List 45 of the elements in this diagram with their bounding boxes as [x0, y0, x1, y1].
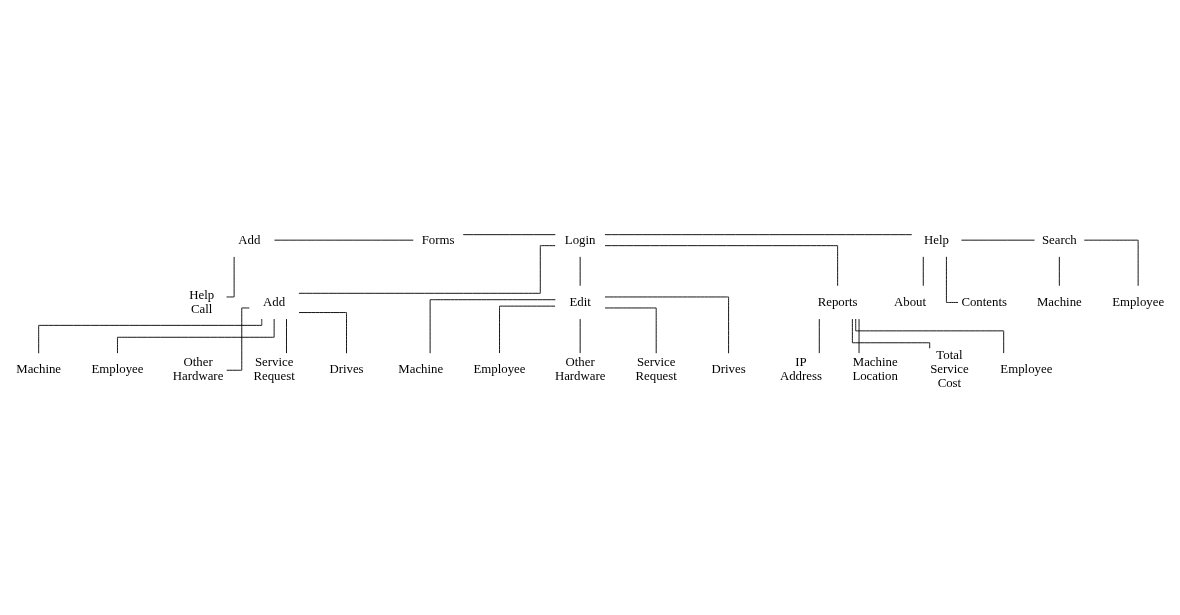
connector [604, 245, 839, 287]
node-text: Edit [569, 294, 591, 309]
node-text: Machine [398, 362, 444, 377]
connector [298, 245, 556, 294]
connector [922, 256, 924, 287]
connector [1083, 239, 1139, 287]
node-text: Add [263, 294, 286, 309]
node-text: Employee [1000, 362, 1053, 377]
node-text: Contents [961, 294, 1007, 309]
node-text: Service Request [635, 355, 677, 384]
node-text: Machine [1036, 294, 1082, 309]
node-text: Help [924, 232, 950, 247]
connector [851, 318, 931, 349]
node-text: Search [1041, 232, 1077, 247]
node-text: Machine [16, 362, 62, 377]
connector [855, 318, 1005, 354]
node-text: Other Hardware [554, 355, 606, 384]
node-text: Employee [91, 362, 144, 377]
node-text: Machine Location [852, 355, 898, 384]
node-text: Reports [817, 294, 858, 309]
node-text: Total Service Cost [930, 348, 969, 390]
node-text: Login [564, 232, 596, 247]
node-text: Help Call [189, 287, 215, 316]
node-text: Other Hardware [172, 355, 224, 384]
connector [604, 234, 913, 236]
node-text: About [893, 294, 927, 309]
connector [499, 305, 556, 354]
connector [818, 318, 820, 354]
connector [604, 296, 730, 354]
node-text: Add [238, 232, 261, 247]
node-text: Drives [329, 362, 364, 377]
connector [117, 318, 275, 354]
connector [462, 234, 556, 236]
node-text: Forms [421, 232, 455, 247]
connector [38, 318, 263, 354]
connector [298, 312, 347, 354]
connector [286, 318, 287, 354]
connector [429, 299, 556, 354]
node-text: Service Request [253, 355, 295, 384]
node-text: Employee [1112, 294, 1165, 309]
connector [858, 318, 860, 354]
node-text: IP Address [779, 355, 822, 384]
node-text: Employee [473, 362, 526, 377]
node-text: Drives [711, 362, 746, 377]
connector [1058, 256, 1060, 287]
